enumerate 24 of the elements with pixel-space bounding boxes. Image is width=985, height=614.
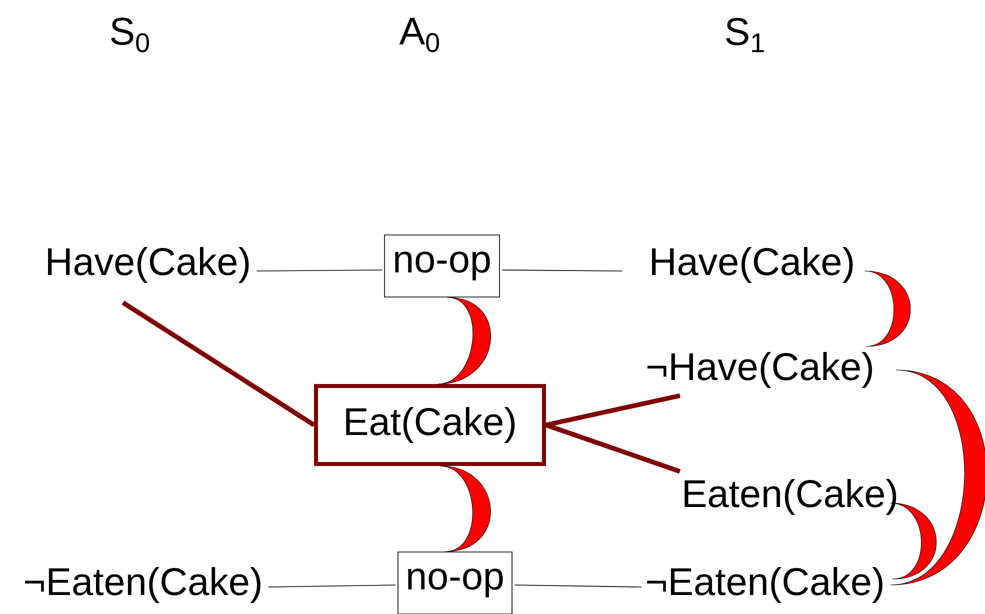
- state-label: ¬Have(Cake): [647, 352, 872, 388]
- mutex-arc: [890, 370, 985, 586]
- no-op-box: no-op: [384, 234, 500, 298]
- level-heading: S$_{0}$: [111, 18, 150, 52]
- link-line: [268, 584, 396, 588]
- mutex-arc: [864, 270, 911, 347]
- level-heading: A$_{0}$: [399, 18, 440, 52]
- link-line: [546, 393, 680, 428]
- mutex-arc: [890, 502, 937, 580]
- state-label: Have(Cake): [652, 247, 853, 284]
- state-label: ¬Eaten(Cake): [25, 567, 260, 604]
- link-line: [514, 584, 642, 588]
- no-op-box: no-op: [398, 552, 512, 614]
- link-line: [122, 300, 316, 427]
- state-label: Eaten(Cake): [684, 479, 896, 516]
- level-heading: S$_{1}$: [726, 18, 764, 52]
- link-line: [501, 270, 623, 272]
- state-label: ¬Eaten(Cake): [647, 567, 882, 604]
- mutex-arc: [438, 297, 491, 384]
- link-line: [256, 270, 383, 272]
- action-box: Eat(Cake): [314, 384, 546, 466]
- state-label: Have(Cake): [48, 247, 249, 284]
- mutex-arc: [440, 466, 491, 552]
- link-line: [545, 422, 681, 474]
